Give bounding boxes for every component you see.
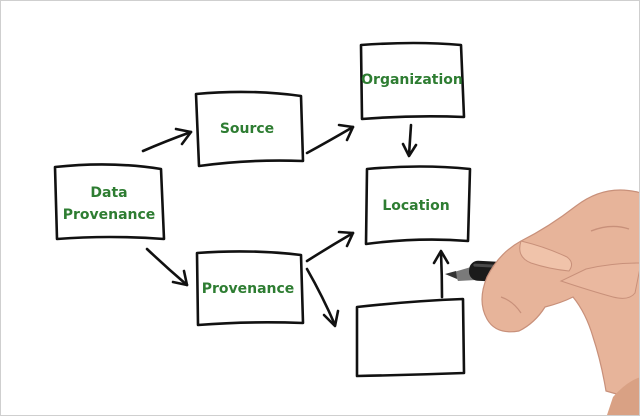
node-source-label: Source (220, 121, 274, 137)
node-organization-box (359, 41, 466, 121)
node-location-label: Location (382, 198, 449, 214)
node-provenance-box (195, 250, 305, 327)
hand-with-marker-illustration (445, 189, 639, 415)
node-provenance-label: Provenance (202, 281, 295, 297)
hand (481, 189, 639, 415)
arrow-provenance-to-blank (305, 267, 340, 328)
node-data-provenance-line2: Provenance (63, 207, 156, 223)
node-blank (355, 297, 466, 378)
arrow-source-to-organization (305, 123, 355, 155)
node-data-provenance-line1: Data (90, 185, 127, 201)
node-data-provenance-box (53, 163, 166, 241)
arrow-organization-to-location (401, 123, 418, 158)
arrow-data-provenance-to-source (141, 127, 193, 153)
node-organization: Organization (359, 41, 466, 121)
node-organization-label: Organization (361, 72, 463, 88)
node-source-box (194, 90, 305, 168)
node-location: Location (364, 165, 472, 246)
arrow-data-provenance-to-provenance (145, 247, 189, 287)
arrow-blank-to-location (432, 249, 450, 299)
arrow-provenance-to-location (305, 230, 355, 263)
node-data-provenance: Data Provenance (53, 163, 166, 241)
node-blank-box (355, 297, 466, 378)
node-location-box (364, 165, 472, 246)
node-provenance: Provenance (195, 250, 305, 327)
node-source: Source (194, 90, 305, 168)
